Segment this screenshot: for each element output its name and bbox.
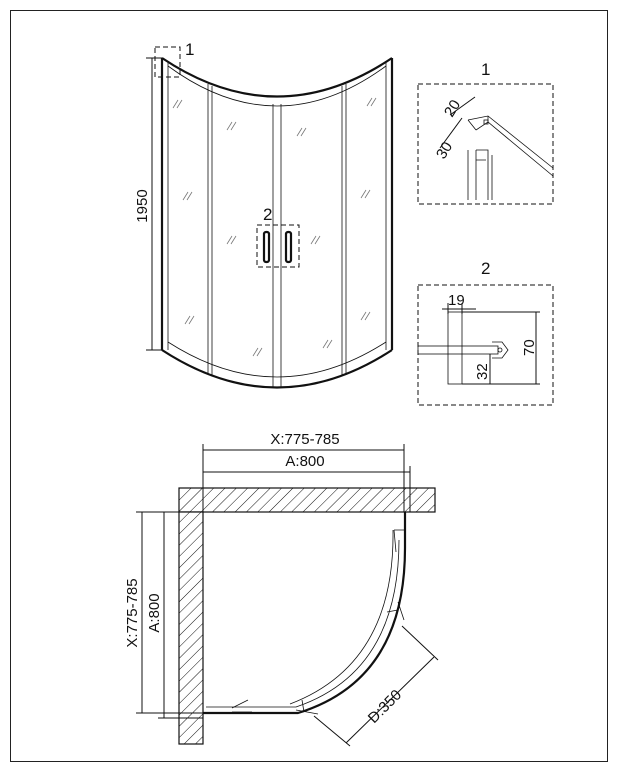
front-view: 1 2 1950 <box>134 40 394 389</box>
plan-a-left-label: A:800 <box>146 593 163 632</box>
callout-label-2: 2 <box>263 205 272 224</box>
callout-box-1 <box>154 46 181 78</box>
detail-2-title: 2 <box>481 259 490 278</box>
drawing-frame <box>10 10 608 762</box>
detail-1: 1 20 30 <box>417 60 554 205</box>
detail-2-dim-width: 19 <box>448 292 465 309</box>
detail-2-dim-offset: 32 <box>474 363 491 380</box>
plan-x-left-label: X:775-785 <box>124 578 141 647</box>
plan-a-top-label: A:800 <box>285 453 324 470</box>
detail-1-box <box>417 83 554 205</box>
callout-label-1: 1 <box>185 40 194 59</box>
detail-2: 2 19 70 32 <box>417 259 554 406</box>
door-handles <box>262 230 293 264</box>
top-wall <box>178 487 436 513</box>
callout-box-2 <box>256 224 300 268</box>
detail-2-box <box>417 284 554 406</box>
glass-reflection-marks <box>172 97 377 357</box>
plan-view: X:775-785 A:800 X:775-785 A:800 D:350 <box>124 431 439 747</box>
plan-x-top-label: X:775-785 <box>270 431 339 448</box>
left-wall <box>178 511 204 745</box>
detail-1-dim-b: 30 <box>433 139 456 162</box>
detail-1-dim-a: 20 <box>441 97 464 120</box>
detail-2-dim-height: 70 <box>521 339 538 356</box>
height-dimension-label: 1950 <box>134 189 151 222</box>
plan-radius-label: D:350 <box>365 687 405 727</box>
detail-1-title: 1 <box>481 60 490 79</box>
